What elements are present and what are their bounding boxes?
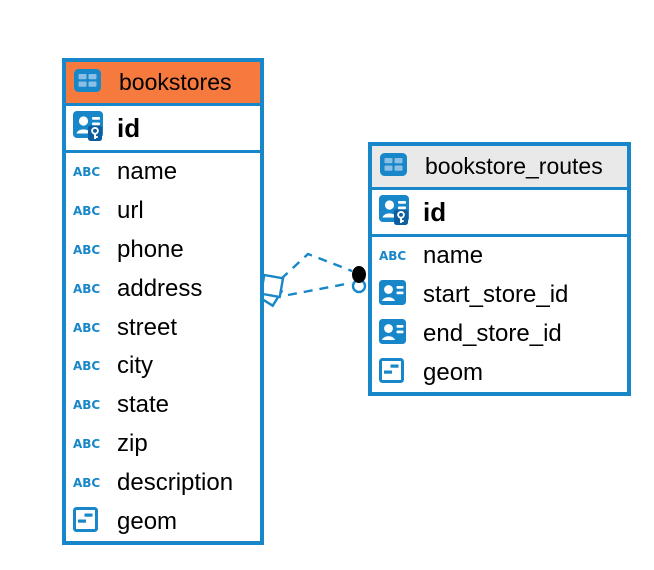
column-row-state[interactable]: ABC state bbox=[66, 386, 260, 425]
geometry-type-icon bbox=[73, 506, 98, 537]
relationship-bookstores-to-routes[interactable] bbox=[256, 252, 367, 308]
column-row-street[interactable]: ABC street bbox=[66, 308, 260, 347]
column-name: end_store_id bbox=[423, 319, 562, 347]
column-row-city[interactable]: ABC city bbox=[66, 347, 260, 386]
columns-section: ABC name start_store_id end_store_id geom bbox=[372, 237, 627, 392]
column-row-phone[interactable]: ABC phone bbox=[66, 231, 260, 270]
text-type-icon: ABC bbox=[73, 359, 101, 374]
column-type-icon-slot: ABC bbox=[73, 166, 109, 178]
text-type-icon: ABC bbox=[379, 249, 407, 264]
foreign-key-icon bbox=[379, 280, 406, 310]
column-type-icon-slot bbox=[379, 280, 415, 310]
text-type-icon: ABC bbox=[73, 398, 101, 413]
text-type-icon: ABC bbox=[73, 281, 101, 296]
column-name: start_store_id bbox=[423, 281, 569, 309]
column-row-description[interactable]: ABC description bbox=[66, 463, 260, 502]
table-header[interactable]: bookstore_routes bbox=[372, 146, 627, 190]
text-type-icon: ABC bbox=[73, 436, 101, 451]
column-name: id bbox=[117, 112, 141, 143]
column-name: zip bbox=[117, 429, 148, 457]
text-type-icon: ABC bbox=[73, 475, 101, 490]
column-row-name[interactable]: ABC name bbox=[372, 237, 627, 276]
column-name: address bbox=[117, 274, 203, 302]
column-name: geom bbox=[423, 358, 484, 386]
column-row-id[interactable]: id bbox=[66, 106, 260, 150]
column-type-icon-slot bbox=[73, 506, 109, 537]
column-type-icon-slot: ABC bbox=[73, 244, 109, 256]
primary-key-section: id bbox=[372, 190, 627, 237]
column-row-address[interactable]: ABC address bbox=[66, 269, 260, 308]
column-name: street bbox=[117, 313, 178, 341]
column-row-geom[interactable]: geom bbox=[66, 502, 260, 541]
column-type-icon-slot bbox=[379, 194, 415, 230]
relationship-line-upper[interactable] bbox=[280, 252, 353, 280]
column-type-icon-slot: ABC bbox=[73, 205, 109, 217]
column-row-geom[interactable]: geom bbox=[372, 353, 627, 392]
table-header[interactable]: bookstores bbox=[66, 62, 260, 106]
table-title: bookstores bbox=[119, 69, 232, 95]
column-row-name[interactable]: ABC name bbox=[66, 153, 260, 192]
column-row-end_store_id[interactable]: end_store_id bbox=[372, 315, 627, 354]
text-type-icon: ABC bbox=[73, 204, 101, 219]
relationship-target-dot-icon bbox=[351, 266, 367, 294]
column-name: url bbox=[117, 197, 144, 225]
column-row-id[interactable]: id bbox=[372, 190, 627, 234]
column-type-icon-slot: ABC bbox=[73, 322, 109, 334]
primary-key-section: id bbox=[66, 106, 260, 153]
column-row-url[interactable]: ABC url bbox=[66, 192, 260, 231]
column-type-icon-slot bbox=[73, 110, 109, 146]
relationship-line-lower[interactable] bbox=[287, 281, 352, 297]
table-title: bookstore_routes bbox=[425, 153, 603, 179]
primary-key-icon bbox=[73, 110, 104, 146]
geometry-type-icon bbox=[379, 357, 404, 388]
column-type-icon-slot: ABC bbox=[379, 250, 415, 262]
column-type-icon-slot: ABC bbox=[73, 477, 109, 489]
column-type-icon-slot: ABC bbox=[73, 438, 109, 450]
column-type-icon-slot: ABC bbox=[73, 360, 109, 372]
text-type-icon: ABC bbox=[73, 320, 101, 335]
text-type-icon: ABC bbox=[73, 242, 101, 257]
table-bookstore-routes[interactable]: bookstore_routes id ABC name start_store_… bbox=[368, 142, 631, 397]
column-row-start_store_id[interactable]: start_store_id bbox=[372, 276, 627, 315]
primary-key-icon bbox=[379, 194, 410, 230]
column-name: phone bbox=[117, 235, 184, 263]
column-type-icon-slot bbox=[379, 318, 415, 349]
column-type-icon-slot: ABC bbox=[73, 283, 109, 295]
table-icon bbox=[74, 68, 101, 97]
column-type-icon-slot: ABC bbox=[73, 399, 109, 411]
column-name: city bbox=[117, 352, 153, 380]
text-type-icon: ABC bbox=[73, 165, 101, 180]
column-row-zip[interactable]: ABC zip bbox=[66, 425, 260, 464]
column-name: state bbox=[117, 391, 170, 419]
column-name: description bbox=[117, 468, 234, 496]
column-type-icon-slot bbox=[379, 357, 415, 388]
column-name: name bbox=[423, 242, 484, 270]
column-name: geom bbox=[117, 507, 178, 535]
table-icon bbox=[380, 152, 407, 181]
foreign-key-icon bbox=[379, 318, 406, 349]
column-name: id bbox=[423, 196, 447, 227]
column-name: name bbox=[117, 158, 178, 186]
